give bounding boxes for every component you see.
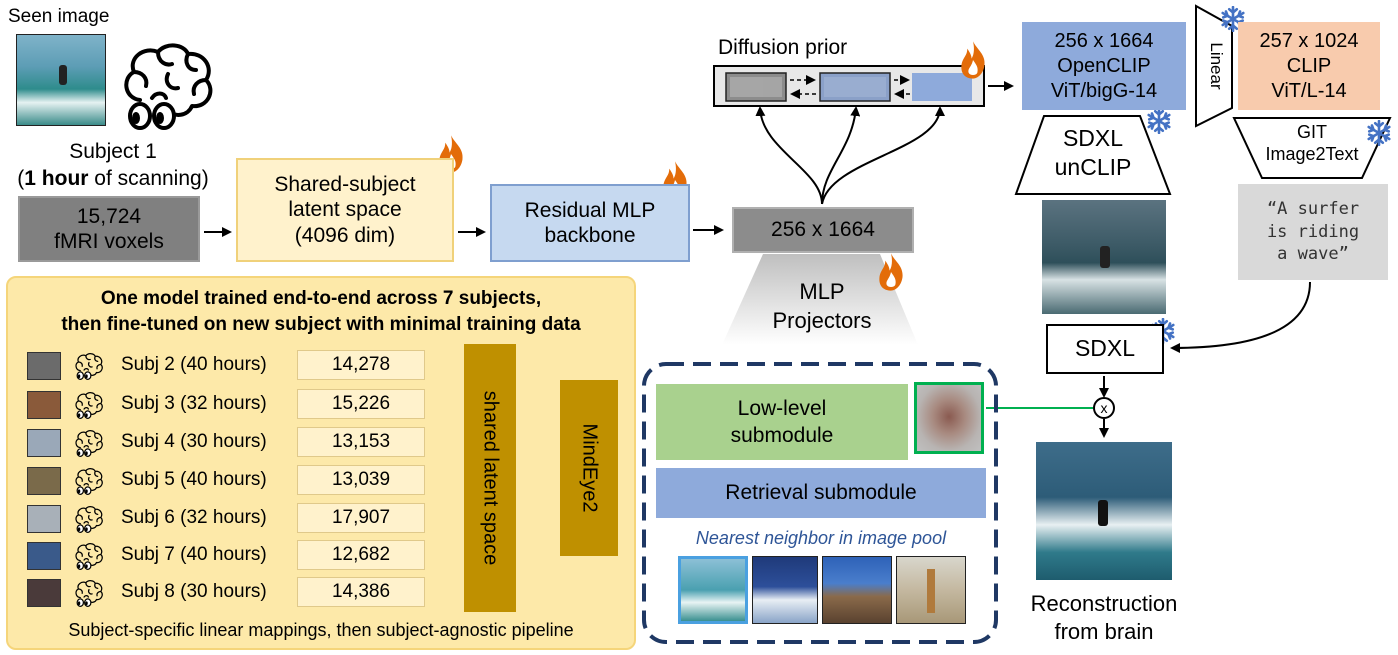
subject-row: Subj 5 (40 hours) 13,039 [27,465,425,497]
brain-icon [75,468,103,495]
subject-label: Subj 6 (32 hours) [121,507,267,528]
subject-voxel-count: 13,039 [297,465,425,495]
neighbor-image-1 [678,556,748,624]
subject-voxel-count: 12,682 [297,540,425,570]
clean-embedding [912,73,972,101]
mindeye2-box: MindEye2 [560,380,618,556]
subject-voxel-count: 14,278 [297,350,425,380]
clip-box: 257 x 1024 CLIP ViT/L-14 [1238,22,1380,110]
multiply-label: x [1100,400,1108,416]
mlp-projectors-label: MLP Projectors [772,279,872,333]
sdxl-unclip-label: SDXL unCLIP [1054,125,1132,180]
linear-shape [1195,4,1233,128]
subject-row: Subj 7 (40 hours) 12,682 [27,540,425,572]
subject-row: Subj 3 (32 hours) 15,226 [27,389,425,421]
subject-thumbnail [27,542,61,570]
git-shape [1232,117,1392,179]
subject-label: Subj 8 (30 hours) [121,581,267,602]
git-label: GIT Image2Text [1265,122,1359,164]
trainable-flame-icon [961,41,985,79]
shared-subject-latent-box: Shared-subject latent space (4096 dim) [236,158,454,262]
subject-row: Subj 4 (30 hours) 13,153 [27,427,425,459]
unclip-output-photo [1042,200,1166,314]
embedding-box: 256 x 1664 [732,207,914,253]
diffusion-prior-label: Diffusion prior [718,36,848,59]
shared-latent-space-box: shared latent space [464,344,516,612]
subject-label: Subj 2 (40 hours) [121,354,267,375]
subject-thumbnail [27,391,61,419]
surfer-figure [1100,246,1110,268]
subject-label: Subj 4 (30 hours) [121,431,267,452]
giraffe-figure [927,569,935,613]
subject-thumbnail [27,429,61,457]
neighbor-image-4 [896,556,966,624]
retrieval-submodule-box: Retrieval submodule [656,468,986,518]
nearest-neighbor-label: Nearest neighbor in image pool [695,528,947,548]
subject-thumbnail [27,579,61,607]
subject-label: Subj 3 (32 hours) [121,393,267,414]
noise-texture [730,77,886,97]
seen-image-label: Seen image [8,6,110,27]
openclip-box: 256 x 1664 OpenCLIP ViT/bigG-14 [1022,22,1186,110]
subject-thumbnail [27,505,61,533]
arrow-embed-to-prior-1 [755,106,823,205]
subject-label: Subj 7 (40 hours) [121,544,267,565]
panel-title: One model trained end-to-end across 7 su… [61,288,581,335]
arrow-caption-to-sdxl [1170,281,1311,353]
reconstruction-photo [1036,442,1172,580]
submodule-panel-border [642,362,998,644]
multiply-circle [1093,397,1115,419]
subject-thumbnail [27,352,61,380]
subject-voxel-count: 15,226 [297,389,425,419]
reconstruction-label: Reconstruction from brain [1030,591,1178,644]
seen-image-photo [16,34,106,126]
brain-icon [75,506,103,533]
brain-icon [126,45,210,128]
sdxl-box: SDXL [1046,324,1164,374]
subject-voxel-count: 14,386 [297,577,425,607]
brain-icon [75,353,103,380]
lowlevel-blurry-output [914,382,984,454]
surfer-figure [1098,500,1108,526]
brain-icon [75,543,103,570]
subject-voxel-count: 17,907 [297,503,425,533]
generated-caption-box: “A surfer is riding a wave” [1238,184,1388,280]
surfer-figure [59,65,67,85]
subject-row: Subj 8 (30 hours) 14,386 [27,577,425,609]
fmri-voxels-box: 15,724 fMRI voxels [18,196,200,262]
arrow-embed-to-prior-2 [821,106,861,205]
neighbor-image-2 [752,556,818,624]
subject-voxel-count: 13,153 [297,427,425,457]
brain-icon [75,580,103,607]
subject-row: Subj 2 (40 hours) 14,278 [27,350,425,382]
residual-mlp-box: Residual MLP backbone [490,184,690,262]
subject-row: Subj 6 (32 hours) 17,907 [27,503,425,535]
brain-icon [75,392,103,419]
brain-icon [75,430,103,457]
linear-label: Linear [1207,42,1226,90]
arrow-embed-to-prior-3 [821,106,945,205]
mlp-projectors-shape [722,254,918,345]
panel-footer: Subject-specific linear mappings, then s… [68,620,574,640]
subject1-label: Subject 1 (1 hour of scanning) [17,140,209,191]
subject-thumbnail [27,467,61,495]
lowlevel-submodule-box: Low-level submodule [656,384,908,460]
neighbor-image-3 [822,556,892,624]
subject-label: Subj 5 (40 hours) [121,469,267,490]
sdxl-unclip-shape [1014,115,1172,195]
